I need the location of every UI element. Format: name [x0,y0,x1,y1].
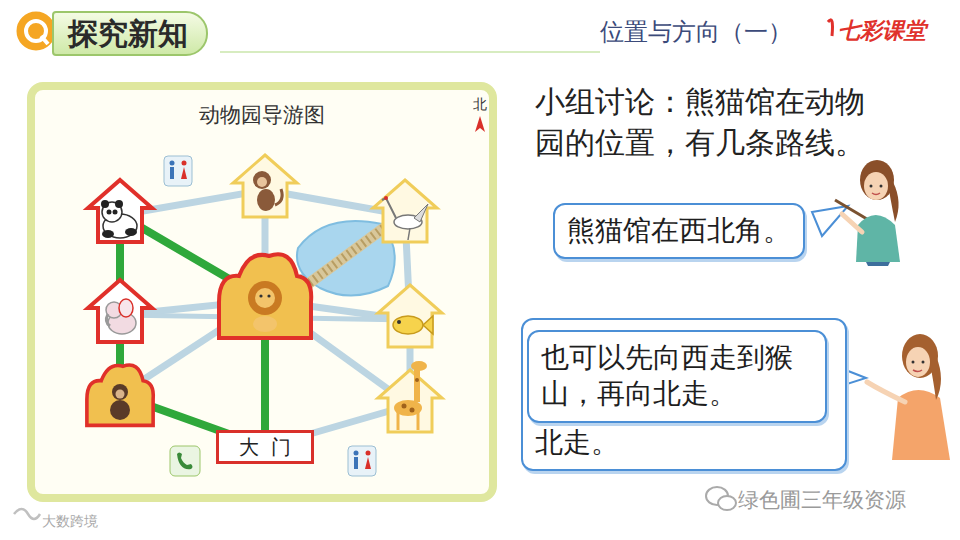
monkey-hill [87,365,153,425]
crane-house [373,180,437,242]
watermark-icon [706,487,736,510]
giraffe-house [378,370,442,432]
logo-mark [828,20,833,36]
lion-hill [219,254,311,338]
node-text: 北走。 [535,425,619,461]
map-panel: 动物园导游图大门 [27,82,497,502]
map-paths [120,190,410,447]
node-text: 探究新知 [68,14,188,53]
section-tag: 探究新知 [52,11,208,56]
watermark: 绿色圃三年级资源 [738,486,906,514]
lesson-title: 位置与方向（一） [600,16,792,48]
fish [393,316,433,334]
speech-bubble: 熊猫馆在西北角。 [553,203,805,259]
node-text: 也可以先向西走到猴山，再向北走。 [541,340,813,413]
header-icon [15,10,57,52]
brand-logo: 七彩课堂 [838,16,926,46]
watermark: 大数跨境 [42,512,98,531]
panda [101,200,137,238]
monkey-house [233,155,297,217]
header-icon [41,36,48,44]
fish-house [378,285,442,347]
north-label: 北 [473,95,487,114]
header-rule [220,51,600,53]
north-arrow [475,116,485,132]
teacher-figure [835,160,900,266]
watermark-icon [14,509,40,519]
node-text: 动物园导游图 [199,102,325,129]
map-ground [31,86,493,498]
discussion-prompt: 小组讨论：熊猫馆在动物园的位置，有几条路线。 [535,82,875,163]
gorilla [110,384,130,420]
monkey [253,171,282,211]
speech-bubble: 也可以先向西走到猴山，再向北走。 [527,330,827,423]
crane [382,196,428,240]
panda-house [88,180,152,242]
lake [297,221,395,296]
node-text: 大门 [239,434,303,460]
toilet-sign [164,156,192,186]
elephant [106,299,136,334]
giraffe [394,361,427,430]
phone-sign [170,446,200,476]
bubble-tail [812,206,848,236]
toilet-sign [348,446,376,476]
bridge [300,222,392,290]
bridge [300,222,392,290]
elephant-house [88,280,152,342]
node-text: 熊猫馆在西北角。 [567,213,791,249]
lion [248,281,282,332]
gate-box: 大门 [216,430,314,464]
teacher-figure [867,334,950,460]
